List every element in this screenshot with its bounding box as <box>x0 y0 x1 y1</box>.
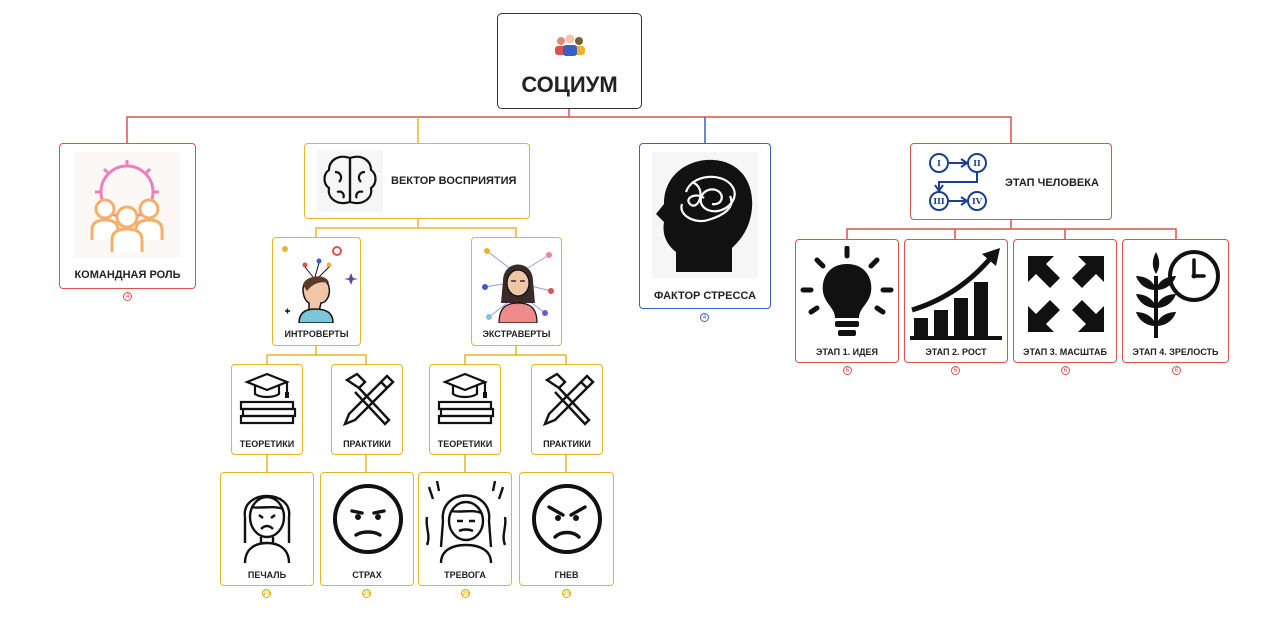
hammer-pencil-icon <box>542 372 595 427</box>
fear-label: СТРАХ <box>352 570 382 580</box>
stage-3-node[interactable]: ЭТАП 3. МАСШТАБ <box>1013 239 1117 363</box>
angry-face-icon <box>532 484 602 554</box>
frown-face-icon <box>333 484 403 554</box>
stage-4-label: ЭТАП 4. ЗРЕЛОСТЬ <box>1132 347 1219 357</box>
sadness-label: ПЕЧАЛЬ <box>247 570 287 580</box>
stage-1-label: ЭТАП 1. ИДЕЯ <box>815 347 879 357</box>
team-role-count-badge[interactable]: 4 <box>123 292 132 301</box>
svg-text:I: I <box>937 158 941 168</box>
extra-theorists-label: ТЕОРЕТИКИ <box>437 439 493 449</box>
team-icon <box>555 34 585 56</box>
extra-practitioners-label: ПРАКТИКИ <box>543 439 591 449</box>
intro-practitioners-node[interactable]: ПРАКТИКИ <box>331 364 403 455</box>
extraverts-label: ЭКСТРАВЕРТЫ <box>482 329 551 339</box>
anxious-girl-icon <box>425 480 507 563</box>
stage-4-node[interactable]: ЭТАП 4. ЗРЕЛОСТЬ <box>1122 239 1229 363</box>
stage-2-count-badge[interactable]: 6 <box>951 366 960 375</box>
extra-practitioners-node[interactable]: ПРАКТИКИ <box>531 364 603 455</box>
stage-3-count-badge[interactable]: 6 <box>1061 366 1070 375</box>
gear-people-icon <box>74 152 180 258</box>
team-role-label: КОМАНДНАЯ РОЛЬ <box>74 269 181 281</box>
stage-1-node[interactable]: ЭТАП 1. ИДЕЯ <box>795 239 899 363</box>
extravert-icon <box>482 248 554 323</box>
intro-practitioners-label: ПРАКТИКИ <box>343 439 391 449</box>
graduation-books-icon <box>239 372 297 425</box>
team-role-node[interactable]: КОМАНДНАЯ РОЛЬ <box>59 143 196 289</box>
stage-3-label: ЭТАП 3. МАСШТАБ <box>1023 347 1107 357</box>
svg-text:IV: IV <box>972 196 983 206</box>
anger-count-badge[interactable]: 25 <box>562 589 571 598</box>
extra-theorists-node[interactable]: ТЕОРЕТИКИ <box>429 364 501 455</box>
sadness-node[interactable]: ПЕЧАЛЬ <box>220 472 314 586</box>
anxiety-count-badge[interactable]: 25 <box>461 589 470 598</box>
svg-text:III: III <box>933 196 944 206</box>
stage-label: ЭТАП ЧЕЛОВЕКА <box>1005 177 1099 189</box>
hammer-pencil-icon <box>342 372 395 427</box>
stage-2-label: ЭТАП 2. РОСТ <box>925 347 987 357</box>
growth-chart-icon <box>910 248 1002 340</box>
fear-count-badge[interactable]: 25 <box>362 589 371 598</box>
plant-clock-icon <box>1136 250 1220 338</box>
sad-girl-icon <box>243 494 291 563</box>
introverts-label: ИНТРОВЕРТЫ <box>284 329 349 339</box>
introverts-node[interactable]: ИНТРОВЕРТЫ <box>272 237 361 346</box>
stress-label: ФАКТОР СТРЕССА <box>653 290 757 302</box>
extraverts-node[interactable]: ЭКСТРАВЕРТЫ <box>471 237 562 346</box>
fear-node[interactable]: СТРАХ <box>320 472 414 586</box>
brain-icon <box>317 150 383 212</box>
lightbulb-icon <box>800 246 894 336</box>
root-node[interactable]: СОЦИУМ <box>497 13 642 109</box>
stress-node[interactable]: ФАКТОР СТРЕССА <box>639 143 771 309</box>
svg-text:II: II <box>973 158 981 168</box>
intro-theorists-label: ТЕОРЕТИКИ <box>239 439 295 449</box>
intro-theorists-node[interactable]: ТЕОРЕТИКИ <box>231 364 303 455</box>
anxiety-label: ТРЕВОГА <box>444 570 486 580</box>
root-title: СОЦИУМ <box>521 72 618 97</box>
perception-node[interactable]: ВЕКТОР ВОСПРИЯТИЯ <box>304 143 530 219</box>
anger-node[interactable]: ГНЕВ <box>519 472 614 586</box>
stage-4-count-badge[interactable]: 6 <box>1172 366 1181 375</box>
perception-label: ВЕКТОР ВОСПРИЯТИЯ <box>391 175 517 187</box>
anxiety-node[interactable]: ТРЕВОГА <box>418 472 512 586</box>
expand-arrows-icon <box>1028 256 1104 332</box>
introvert-icon <box>282 246 358 323</box>
sadness-count-badge[interactable]: 25 <box>262 589 271 598</box>
tangled-head-icon <box>652 152 758 278</box>
stress-count-badge[interactable]: 4 <box>700 313 709 322</box>
stage-2-node[interactable]: ЭТАП 2. РОСТ <box>904 239 1008 363</box>
graduation-books-icon <box>437 372 495 425</box>
anger-label: ГНЕВ <box>554 570 579 580</box>
stage-1-count-badge[interactable]: 6 <box>843 366 852 375</box>
